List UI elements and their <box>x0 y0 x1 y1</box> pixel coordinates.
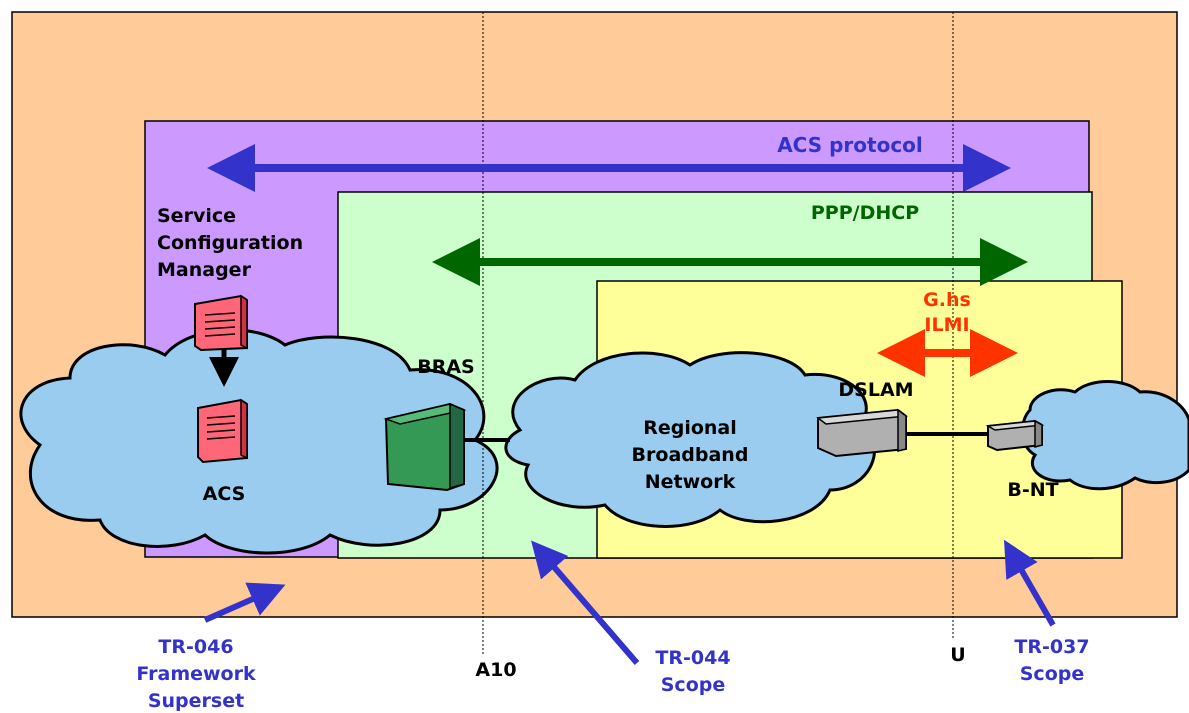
a10-label: A10 <box>475 659 516 681</box>
ghs-label: G.hs <box>923 289 971 311</box>
acs-server-icon <box>197 398 248 464</box>
acs-protocol-label: ACS protocol <box>777 133 923 157</box>
dslam-label: DSLAM <box>838 379 913 401</box>
u-label: U <box>950 644 965 666</box>
ilmi-label: ILMI <box>924 314 969 336</box>
tr037-label-line1: TR-037 <box>1014 636 1089 658</box>
ppp-dhcp-label: PPP/DHCP <box>811 202 919 224</box>
tr046-label-line3: Superset <box>148 690 244 712</box>
bras-label: BRAS <box>417 356 475 378</box>
bnt-label: B-NT <box>1007 479 1058 501</box>
tr046-label-line2: Framework <box>136 663 256 685</box>
regional-cloud <box>504 351 876 528</box>
scm-server-icon <box>194 294 248 352</box>
acs-label: ACS <box>203 483 246 505</box>
tr044-label-line1: TR-044 <box>655 647 730 669</box>
bnt-cloud <box>1020 380 1189 491</box>
scm-label-line2: Configuration <box>157 232 303 254</box>
regional-label-line1: Regional <box>643 417 737 439</box>
regional-label-line3: Network <box>645 471 736 493</box>
scm-label-line1: Service <box>157 205 236 227</box>
tr044-label-line2: Scope <box>661 674 726 696</box>
tr044-pointer-arrow <box>531 540 640 665</box>
tr046-pointer-arrow <box>203 582 286 623</box>
regional-label-line2: Broadband <box>632 444 749 466</box>
bras-device-icon <box>383 402 467 492</box>
tr037-pointer-arrow <box>1004 539 1056 627</box>
tr046-label-line1: TR-046 <box>158 636 233 658</box>
bnt-device-icon <box>985 419 1045 452</box>
tr037-label-line2: Scope <box>1020 663 1085 685</box>
scm-label-line3: Manager <box>157 259 252 281</box>
dslam-device-icon <box>816 408 908 458</box>
